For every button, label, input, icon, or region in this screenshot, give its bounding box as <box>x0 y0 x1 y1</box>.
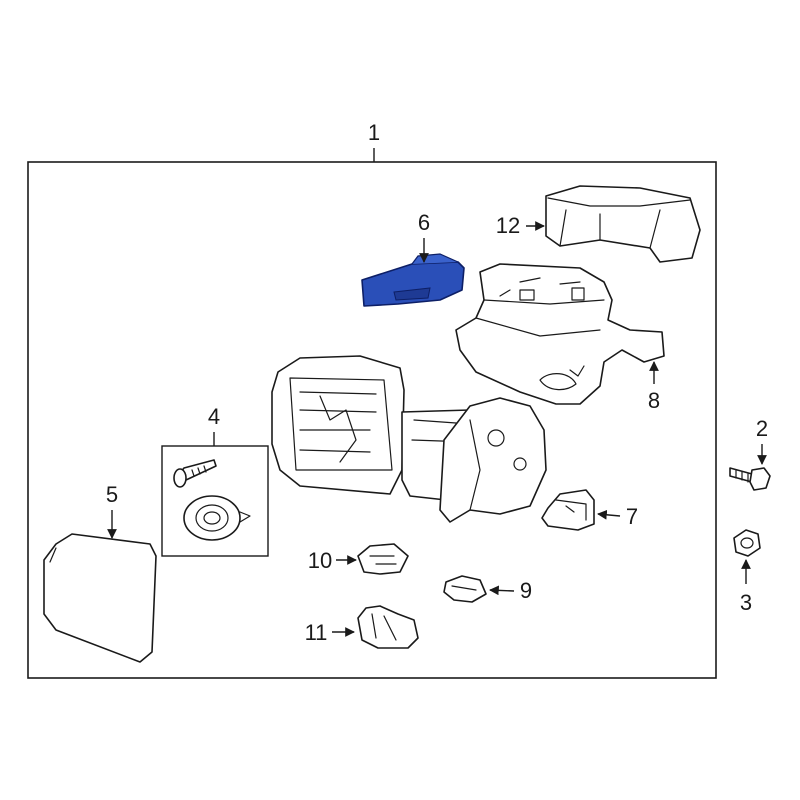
callout-3: 3 <box>740 590 752 615</box>
part-7-clip <box>541 489 595 531</box>
callout-7: 7 <box>626 504 638 529</box>
part-4-frame <box>161 445 269 557</box>
part-6-highlighted <box>361 253 465 307</box>
callout-1: 1 <box>368 120 380 145</box>
part-11-cover <box>357 605 419 649</box>
part-10-clip <box>357 543 409 575</box>
callout-11: 11 <box>305 620 328 645</box>
part-9-bracket <box>443 575 487 603</box>
callout-5: 5 <box>106 482 118 507</box>
part-4-screw <box>173 459 217 488</box>
callout-10: 10 <box>308 548 332 573</box>
callout-2: 2 <box>756 416 768 441</box>
callout-9: 9 <box>520 578 532 603</box>
callout-12: 12 <box>496 213 520 238</box>
part-2-bolt <box>729 467 771 491</box>
callout-8: 8 <box>648 388 660 413</box>
part-4-grommet <box>183 495 251 541</box>
assembly-frame <box>27 161 717 679</box>
callout-6: 6 <box>418 210 430 235</box>
callout-7-leader <box>597 509 621 520</box>
part-5-mirror-glass <box>43 533 157 663</box>
callout-9-leader <box>489 585 515 596</box>
callout-4: 4 <box>208 404 220 429</box>
part-8-housing-bracket <box>455 263 665 405</box>
part-12-mirror-cap <box>545 185 701 263</box>
part-3-nut <box>733 529 761 557</box>
mirror-frame-motor <box>271 355 547 523</box>
